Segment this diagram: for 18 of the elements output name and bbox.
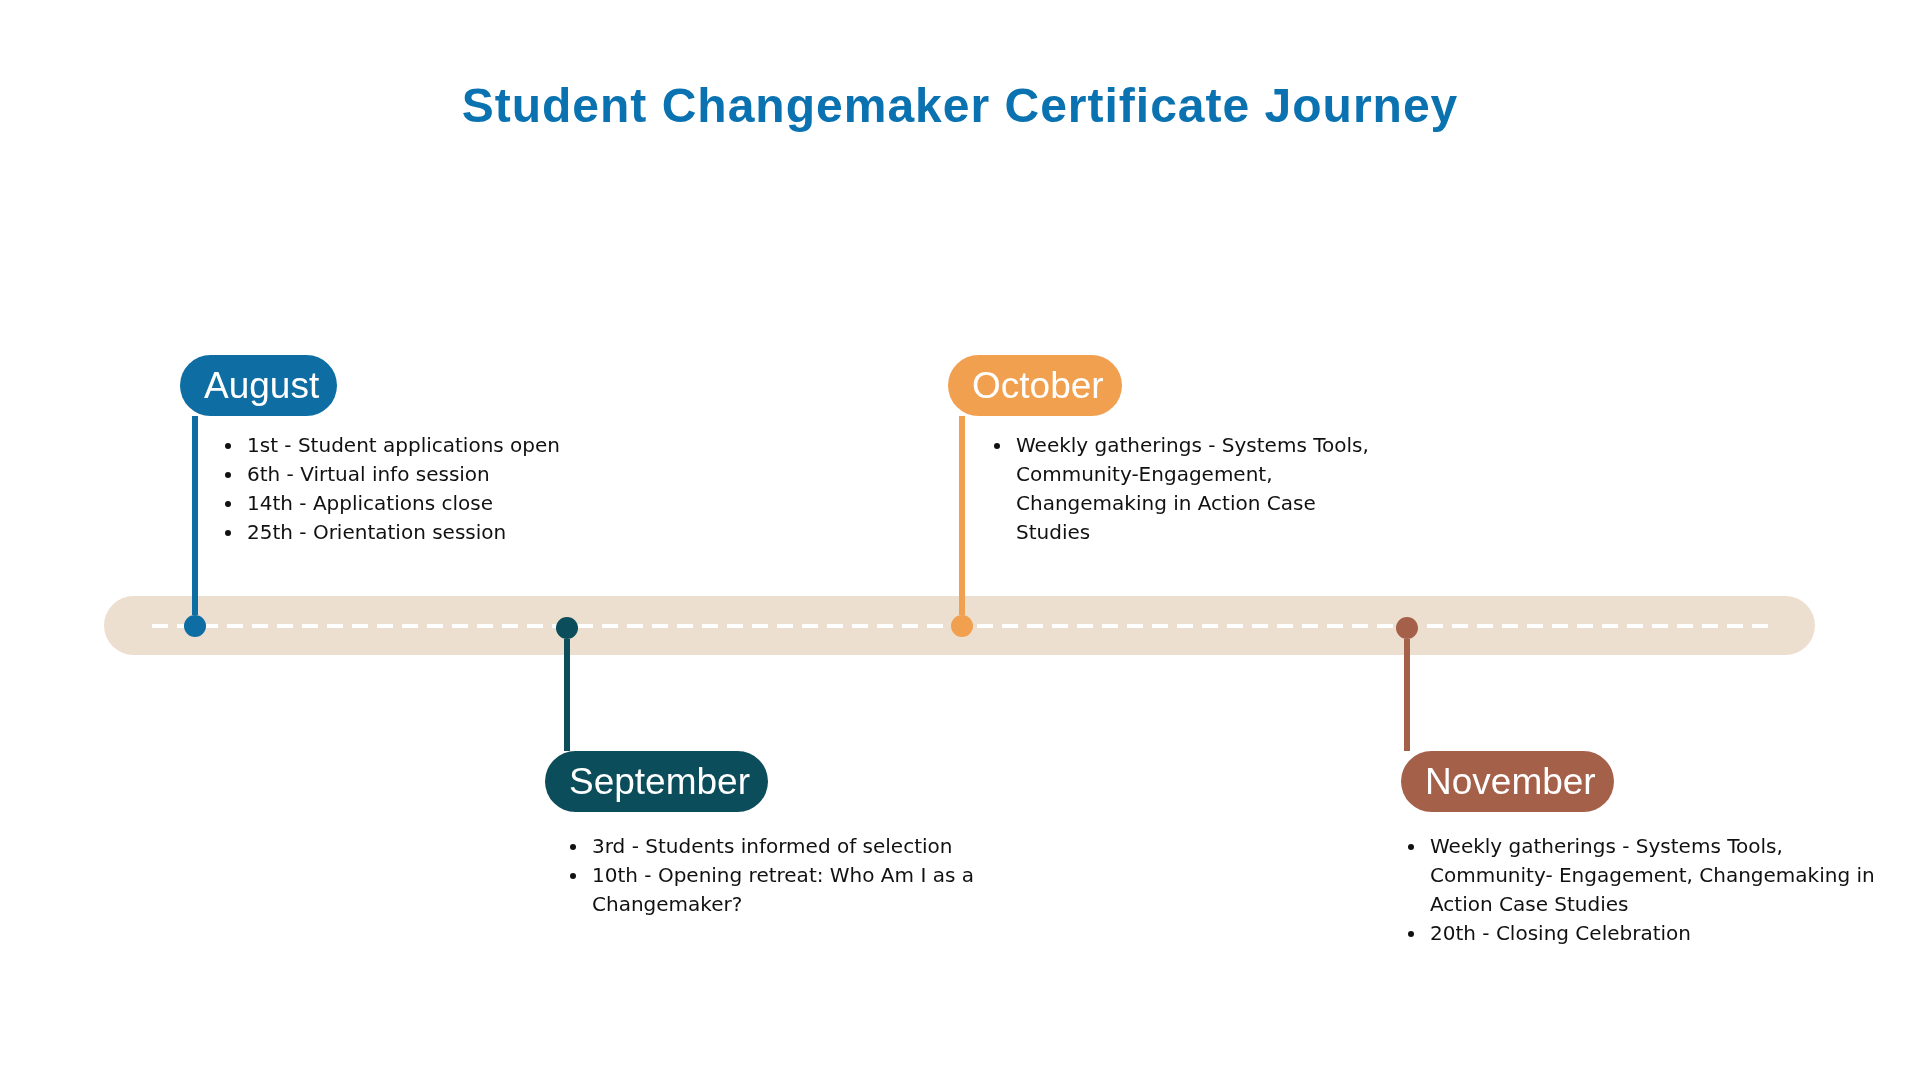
list-item: Weekly gatherings - Systems Tools, Community-Engagement, Changemaking in Action Case Studies	[994, 431, 1374, 547]
month-pill: August	[180, 355, 338, 416]
list-item: Weekly gatherings - Systems Tools, Community- Engagement, Changemaking in Action Case Studies	[1408, 832, 1888, 919]
connector-line	[192, 416, 198, 615]
list-item: 14th - Applications close	[225, 489, 685, 518]
list-item: 20th - Closing Celebration	[1408, 919, 1888, 948]
connector-line	[959, 416, 965, 615]
connector-line	[1404, 639, 1410, 751]
connector-line	[564, 639, 570, 751]
list-item: 6th - Virtual info session	[225, 460, 685, 489]
list-item: 25th - Orientation session	[225, 518, 685, 547]
month-pill: November	[1401, 751, 1614, 812]
title: Student Changemaker Certificate Journey	[460, 78, 1460, 133]
list-item: 1st - Student applications open	[225, 431, 685, 460]
month-pill: September	[545, 751, 768, 812]
month-pill: October	[948, 355, 1122, 416]
list-item: 10th - Opening retreat: Who Am I as a Changemaker?	[570, 861, 1030, 919]
list-item: 3rd - Students informed of selection	[570, 832, 1030, 861]
